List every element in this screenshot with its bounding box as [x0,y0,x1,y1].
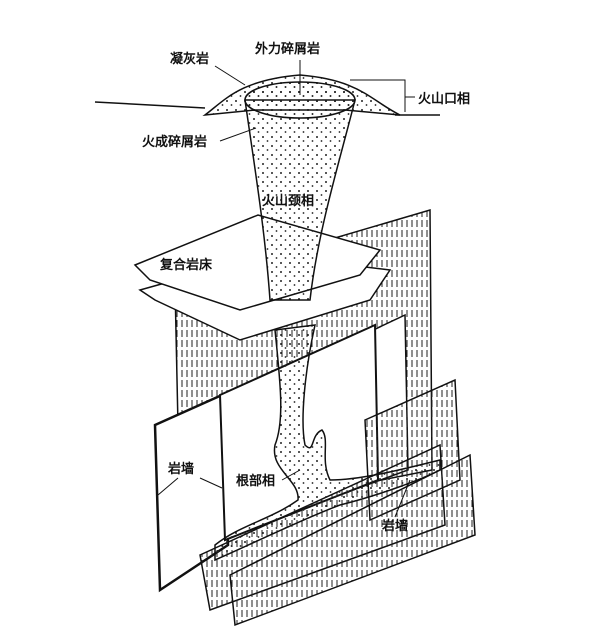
label-dike-left: 岩墙 [168,462,195,477]
root-facies [214,324,441,562]
volcanic-neck [244,99,356,301]
ground-surface-left [94,101,206,109]
label-crater-facies: 火山口相 [418,92,471,107]
dike-bottom-2 [229,453,476,627]
label-composite-sill: 复合岩床 [160,258,213,273]
label-dike-bottom: 岩墙 [382,519,409,534]
label-tuff: 凝灰岩 [170,52,210,67]
label-root-facies: 根部相 [236,474,276,489]
label-epiclastic: 外力碎屑岩 [255,42,321,57]
label-pyroclastic: 火成碎屑岩 [142,135,208,150]
label-neck-facies: 火山颈相 [262,194,315,209]
